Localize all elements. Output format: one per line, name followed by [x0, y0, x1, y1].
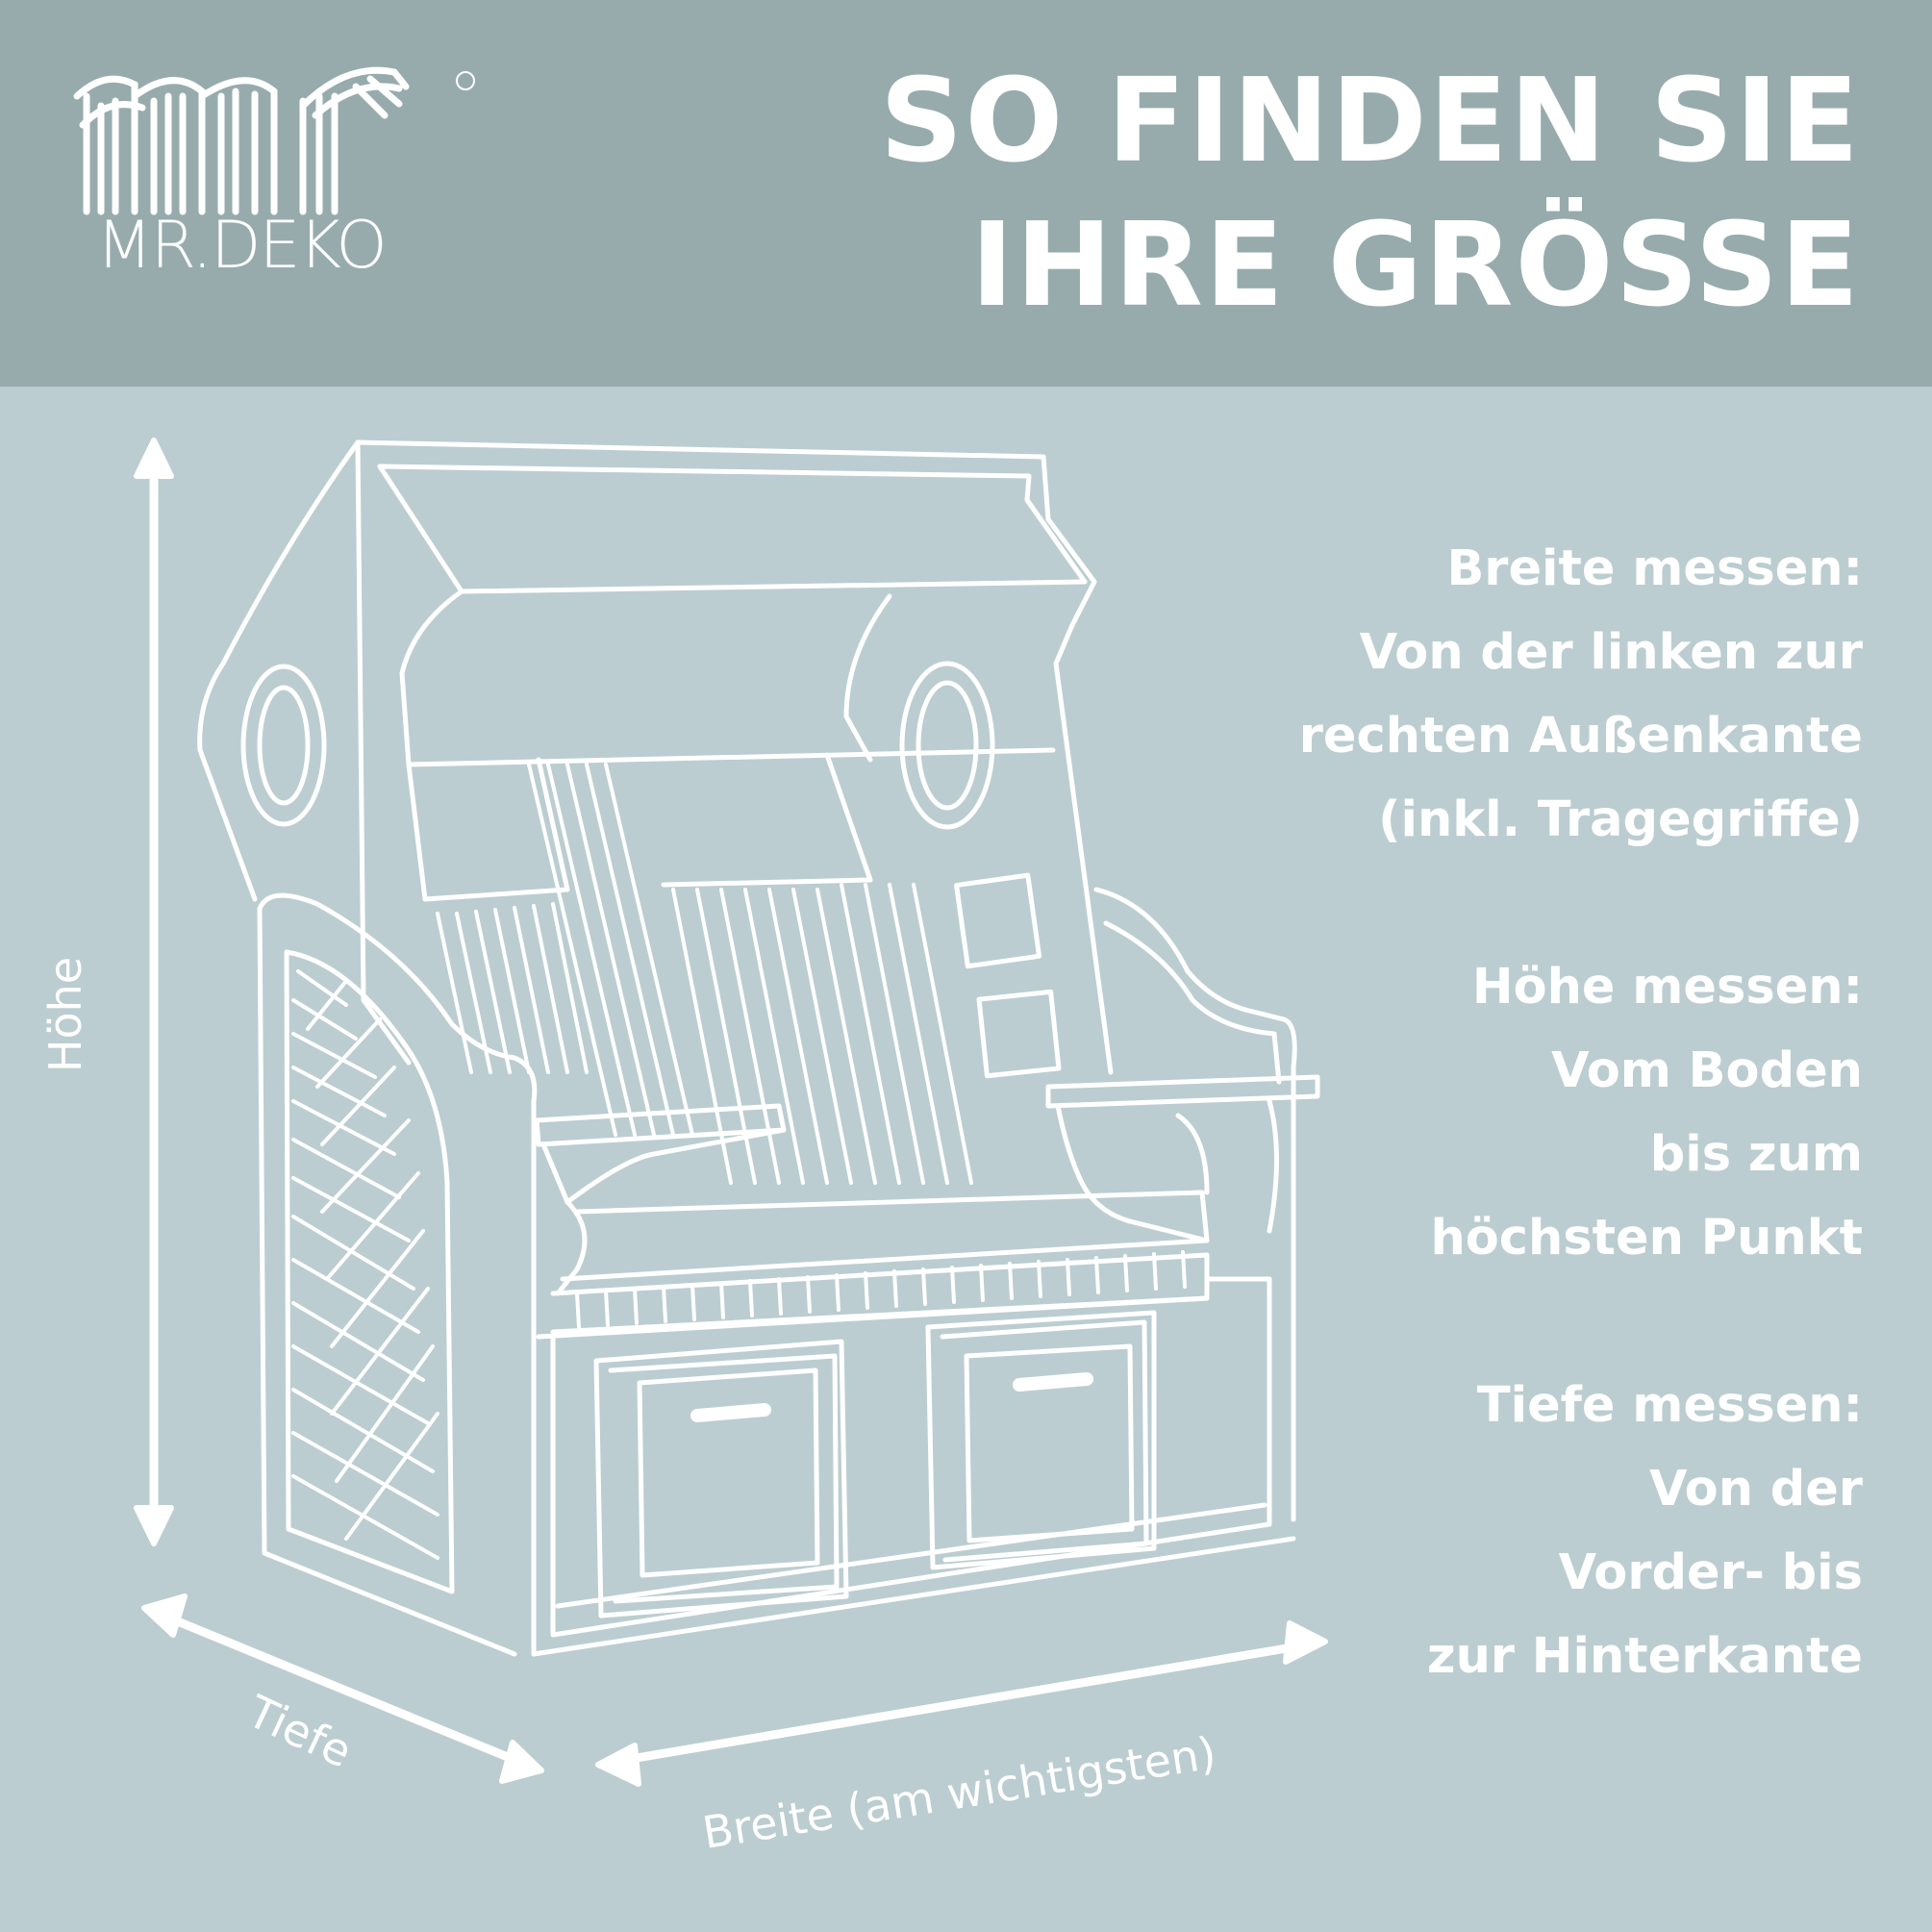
height-instruction-line: bis zum	[1649, 1126, 1863, 1183]
title-line-1: SO FINDEN SIE	[879, 55, 1861, 188]
width-arrow-icon	[595, 1620, 1328, 1787]
measurement-instructions: Breite messen: Von der linken zur rechte…	[1074, 527, 1863, 1782]
header-band: MR.DEKO SO FINDEN SIE IHRE GRÖSSE	[0, 0, 1932, 387]
page-title: SO FINDEN SIE IHRE GRÖSSE	[880, 50, 1861, 339]
height-instruction-line: höchsten Punkt	[1430, 1210, 1863, 1267]
depth-instruction: Tiefe messen: Von der Vorder- bis zur Hi…	[1074, 1364, 1863, 1698]
height-instruction-line: Vom Boden	[1551, 1042, 1863, 1099]
width-instruction-heading: Breite messen:	[1446, 540, 1863, 597]
depth-instruction-heading: Tiefe messen:	[1476, 1377, 1863, 1434]
depth-instruction-line: zur Hinterkante	[1426, 1628, 1863, 1685]
width-instruction-line: rechten Außenkante	[1298, 708, 1863, 765]
width-instruction-line: (inkl. Tragegriffe)	[1378, 791, 1863, 848]
depth-label: Tiefe	[239, 1685, 360, 1778]
width-instruction-line: Von der linken zur	[1359, 624, 1863, 681]
depth-instruction-line: Vorder- bis	[1558, 1544, 1863, 1601]
brand-name: MR.DEKO	[96, 208, 388, 284]
height-label: Höhe	[39, 957, 91, 1072]
registered-mark-icon	[456, 71, 475, 90]
height-arrow-icon	[134, 438, 174, 1546]
width-instruction: Breite messen: Von der linken zur rechte…	[1074, 527, 1863, 862]
beach-chair-outline-icon	[197, 439, 1320, 1657]
height-instruction-heading: Höhe messen:	[1471, 959, 1863, 1016]
depth-instruction-line: Von der	[1648, 1461, 1863, 1518]
height-instruction: Höhe messen: Vom Boden bis zum höchsten …	[1074, 945, 1863, 1280]
mr-logo-icon	[73, 66, 475, 215]
depth-arrow-icon	[141, 1593, 544, 1784]
title-line-2: IHRE GRÖSSE	[970, 199, 1861, 333]
